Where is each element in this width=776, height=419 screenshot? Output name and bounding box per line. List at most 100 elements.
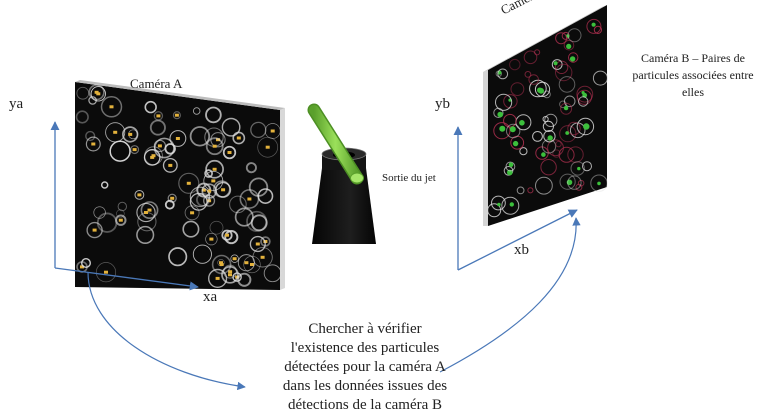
particle-ring: [195, 192, 211, 207]
particle-ring: [153, 111, 164, 121]
particle-ring: [95, 262, 117, 283]
particle-ring: [543, 90, 551, 99]
particle-ring: [221, 117, 241, 137]
particle-ring: [134, 189, 145, 200]
axis-a-x-label: xa: [203, 289, 218, 305]
caption-line: Chercher à vérifier: [308, 321, 422, 337]
particle-ring: [555, 32, 568, 45]
matched-particle: [497, 202, 501, 207]
particle-ring: [230, 254, 239, 263]
particle-id-mark: [156, 114, 161, 118]
particle-ring: [224, 230, 239, 245]
particle-ring: [558, 76, 576, 93]
particle-id-mark: [109, 105, 114, 109]
particle-ring: [222, 145, 237, 160]
particle-ring: [100, 96, 123, 118]
matched-particle: [569, 56, 576, 62]
particle-ring: [136, 225, 155, 244]
caption-line: dans les données issues des: [282, 378, 448, 394]
particle-ring: [527, 187, 534, 194]
particle-id-mark: [265, 145, 270, 149]
particle-id-mark: [270, 129, 275, 133]
particle-ring: [86, 221, 103, 239]
particle-id-mark: [96, 92, 101, 96]
matched-particle: [547, 135, 553, 141]
particle-ring: [540, 159, 557, 176]
jet-stream: [307, 103, 364, 185]
particle-id-mark: [190, 211, 195, 215]
particle-ring: [168, 247, 188, 267]
particle-ring: [178, 172, 200, 194]
particle-ring: [105, 122, 126, 143]
particle-ring: [88, 96, 97, 105]
particle-ring: [586, 18, 602, 34]
matched-particle: [597, 181, 601, 186]
camera-a-title: Caméra A: [130, 76, 183, 91]
jet-outlet-label: Sortie du jet: [382, 172, 436, 184]
caption-line: détectées pour la caméra A: [284, 359, 446, 375]
particle-ring: [501, 196, 520, 215]
particle-id-mark: [219, 263, 224, 266]
particle-id-mark: [92, 228, 97, 232]
particle-ring: [497, 68, 509, 80]
particle-id-mark: [260, 255, 265, 259]
particle-ring: [534, 49, 541, 56]
particle-ring: [559, 173, 576, 190]
particle-id-mark: [212, 167, 217, 171]
particle-id-mark: [215, 276, 220, 280]
particle-id-mark: [168, 163, 173, 167]
particle-ring: [593, 25, 603, 34]
particle-ring: [559, 100, 567, 109]
particle-ring: [192, 244, 212, 264]
particle-id-mark: [219, 261, 223, 265]
particle-ring: [547, 139, 564, 157]
particle-id-mark: [201, 188, 206, 192]
particle-ring: [172, 111, 181, 120]
particle-id-mark: [211, 179, 216, 183]
particle-ring: [189, 186, 211, 207]
particle-ring: [577, 179, 585, 187]
particle-ring: [555, 63, 573, 82]
particle-ring: [245, 162, 257, 174]
particle-ring: [149, 119, 166, 136]
particle-ring: [76, 86, 90, 100]
particle-ring: [534, 81, 551, 98]
particle-ring: [100, 181, 109, 189]
particle-ring: [182, 220, 200, 238]
particle-id-mark: [247, 197, 252, 201]
particle-ring: [229, 195, 247, 214]
caption-line: détections de la caméra B: [287, 397, 443, 413]
axes-b: [453, 126, 578, 271]
particle-ring: [237, 254, 255, 272]
particle-ring: [560, 102, 573, 115]
particle-ring: [582, 161, 592, 172]
particle-ring: [257, 136, 279, 158]
matched-particle: [566, 43, 572, 50]
matched-particle: [591, 22, 596, 27]
particle-ring: [567, 146, 584, 163]
particle-ring: [109, 140, 131, 162]
particle-id-mark: [225, 233, 229, 237]
particle-ring: [209, 220, 224, 235]
particle-ring: [555, 140, 562, 148]
particle-ring: [85, 130, 96, 142]
particle-id-mark: [104, 270, 108, 274]
particle-id-mark: [174, 113, 179, 117]
particle-id-mark: [113, 130, 118, 134]
particle-ring: [519, 147, 528, 156]
particle-ring: [568, 52, 579, 63]
particle-ring: [592, 70, 608, 86]
matched-particle: [519, 120, 525, 126]
matched-particle: [509, 202, 514, 207]
caption-line: l'existence des particules: [290, 340, 440, 356]
particle-id-mark: [244, 261, 249, 265]
particle-id-mark: [228, 273, 232, 277]
particle-ring: [248, 177, 269, 197]
matched-particle: [509, 126, 516, 133]
particle-ring: [192, 107, 201, 115]
particle-ring: [493, 107, 504, 119]
curve-arrow-right: [439, 217, 581, 373]
particle-ring: [116, 209, 125, 218]
axis-a-y-label: ya: [9, 96, 24, 112]
